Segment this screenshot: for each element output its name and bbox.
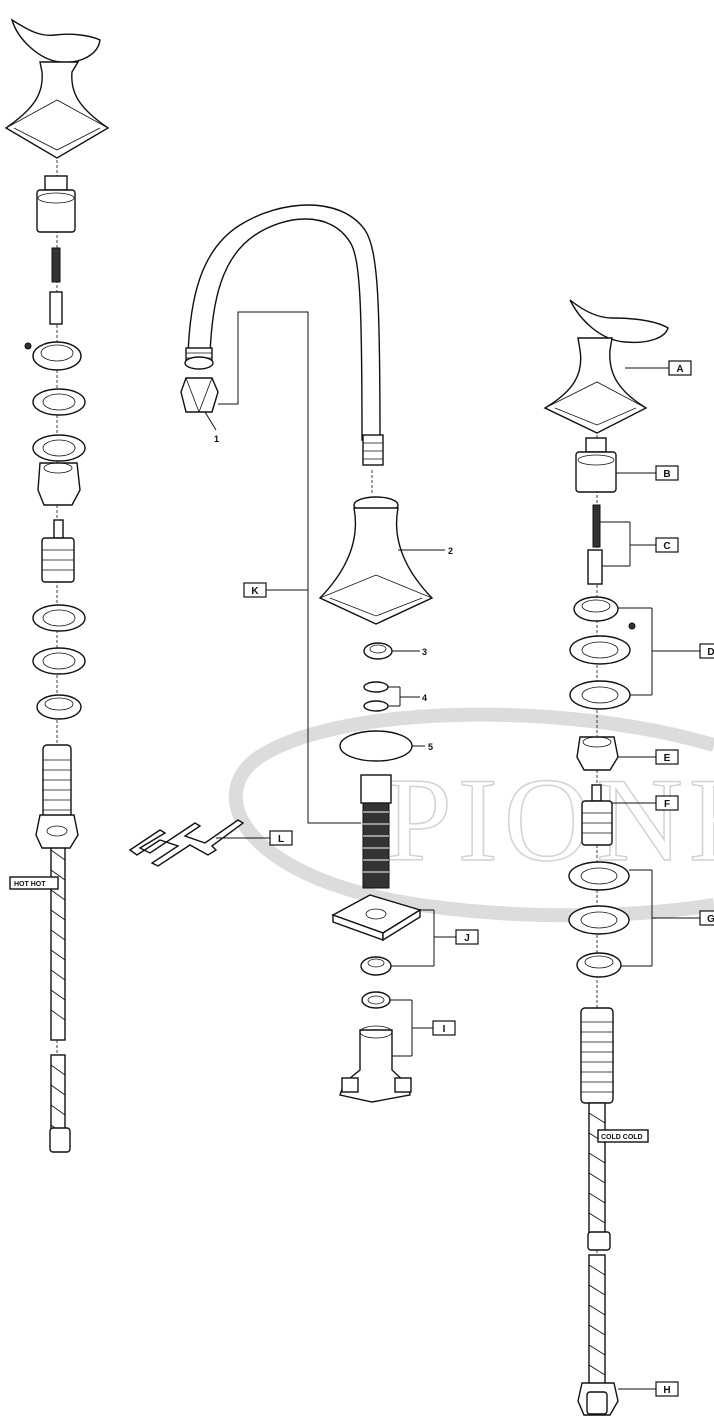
svg-text:K: K [251,586,259,597]
right-hose-end-fitting [586,1391,608,1415]
right-valve-cap [575,437,617,493]
left-lock-nut [32,341,82,371]
spout-base [318,496,434,625]
svg-text:H: H [663,1385,670,1396]
hot-tag-text: HOT HOT [14,881,46,888]
hot-tag [9,876,59,890]
right-lock-nut [573,596,619,622]
svg-text:G: G [707,914,714,925]
svg-text:D: D [707,647,714,658]
right-washer-1 [569,635,631,665]
right-washer-3 [568,861,630,891]
left-stem-adapter [49,291,63,325]
callout-1: 1 [214,434,219,444]
callout-F: F [655,795,679,811]
svg-text:B: B [663,469,670,480]
left-hose-end-fitting [49,1127,71,1153]
right-stem-adapter [587,549,603,585]
watermark-text: PIONE [385,753,714,886]
spout-o-ring [339,730,413,762]
callout-H: H [655,1381,679,1397]
callout-D: D [699,643,714,659]
right-cartridge [581,784,613,846]
svg-text:C: C [663,541,670,552]
left-washer-2 [32,434,86,462]
spout-mounting-plate [331,894,422,942]
mounting-bracket [128,819,245,867]
right-washer-2 [569,680,631,710]
callout-L: L [269,830,293,846]
right-handle-base [543,337,648,434]
right-handle-lever [569,299,669,344]
left-valve-assembly: HOT HOT [4,18,110,1153]
svg-text:F: F [664,799,670,810]
callout-E: E [655,749,679,765]
aerator [180,356,219,413]
left-valve-cap [36,175,76,233]
right-mounting-nut [576,952,622,978]
left-set-screw [24,342,32,350]
left-washer-3 [32,604,86,632]
left-stem-spring [51,247,61,283]
tee-connector [339,1025,412,1103]
right-set-screw [628,622,636,630]
left-mounting-nut [36,694,82,720]
left-handle-lever [10,18,101,63]
callout-3: 3 [422,647,427,657]
spout-washer-upper [363,681,389,693]
callout-boxes: A B C D E F G H [243,360,714,1397]
spout-washer-lower [363,700,389,712]
callout-C: C [655,537,679,553]
left-supply-hose [50,839,66,1136]
gooseneck-spout [187,204,381,441]
callout-I: I [432,1020,456,1036]
spout-assembly: 1 2 3 4 5 [180,204,453,1103]
left-hose-coupling [35,814,79,849]
callout-B: B [655,465,679,481]
callout-J: J [455,929,479,945]
callout-G: G [699,910,714,926]
callout-A: A [668,360,692,376]
spout-threaded-shank [360,774,392,889]
callout-5: 5 [428,742,433,752]
left-handle-base [4,61,110,159]
cold-tag [597,1129,649,1143]
callout-4: 4 [422,693,427,703]
spout-mounting-nut [360,956,392,976]
callout-2: 2 [448,546,453,556]
right-stem-spring [592,504,601,548]
right-washer-4 [568,905,630,935]
leader-lines [216,311,700,1390]
svg-text:J: J [464,933,470,944]
callout-K: K [243,582,267,598]
right-valve-body [580,1007,614,1104]
svg-text:L: L [278,834,284,845]
left-cartridge [41,519,75,583]
cold-tag-text: COLD COLD [601,1134,643,1141]
right-hose-collar [587,1231,611,1251]
left-washer-1 [32,388,86,416]
left-hex-nut [37,462,81,506]
tee-washer [361,991,391,1009]
left-washer-4 [32,647,86,675]
svg-text:E: E [664,753,671,764]
right-valve-assembly: COLD COLD [543,299,669,1416]
svg-text:A: A [676,364,683,375]
svg-text:I: I [443,1024,446,1035]
